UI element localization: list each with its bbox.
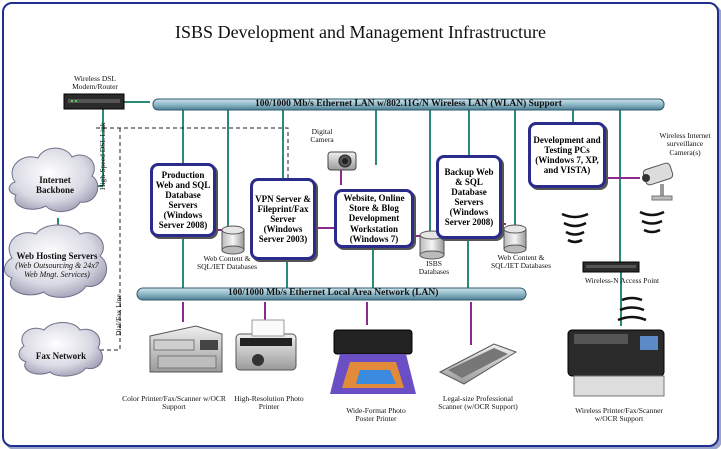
camera-label: Digital Camera [310,127,334,145]
database-cylinder-2 [419,230,445,260]
photo-printer-label: High-Resolution Photo Printer [234,394,304,412]
database-cylinder-1 [221,225,245,255]
web-content-db-label-1: Web Content & SQL/IET Databases [196,254,258,272]
vpn-server-box: VPN Server & Fileprint/Fax Server (Windo… [250,178,316,260]
production-server-box: Production Web and SQL Database Servers … [150,163,216,237]
wireless-printer-icon [567,329,665,397]
page-title: ISBS Development and Management Infrastr… [175,22,546,42]
modem-router-icon [63,93,125,110]
internet-cloud-icon [8,147,99,212]
color-printer-icon [149,325,223,373]
dial-fax-line [96,127,289,351]
wireless-printer-label: Wireless Printer/Fax/Scanner w/OCR Suppo… [575,406,663,424]
color-printer-label: Color Printer/Fax/Scanner w/OCR Support [122,394,226,412]
web-content-db-label-2: Web Content & SQL/IET Databases [490,253,552,271]
access-point-label: Wireless-N Access Point [584,276,660,285]
lan-bus [136,287,527,301]
lan-bus-label: 100/1000 Mb/s Ethernet Local Area Networ… [228,288,439,298]
backup-server-box: Backup Web & SQL Database Servers (Windo… [436,155,502,239]
dial-fax-label: Dial/Fax Line [114,294,123,336]
internet-cloud-label: Internet Backbone [35,175,74,195]
website-workstation-box: Website, Online Store & Blog Development… [334,189,414,248]
wlan-bus [152,98,665,111]
lan-drop-wires [182,237,622,326]
isbs-db-label: ISBS Databases [418,259,450,277]
devtest-pcs-box: Development and Testing PCs (Windows 7, … [528,122,606,188]
wireless-signal-icon-2 [639,210,665,234]
wlan-drop-wires [57,101,621,262]
hosting-subtitle: (Web Outsourcing & 24x7 Web Mngt. Servic… [15,260,99,279]
access-point-icon [582,261,640,273]
surveillance-camera-icon [642,162,674,201]
digital-camera-icon [327,151,357,171]
surveillance-label: Wireless Internet surveillance Camera(s) [659,131,711,157]
hosting-cloud-icon [4,224,107,298]
photo-printer-icon [235,319,297,371]
wlan-bus-label: 100/1000 Mb/s Ethernet LAN w/802.11G/N W… [255,99,562,109]
wireless-signal-icon-1 [561,212,589,244]
scanner-label: Legal-size Professional Scanner (w/OCR S… [438,394,518,412]
fax-cloud-label: Fax Network [35,351,87,361]
scanner-icon [438,343,518,385]
wide-format-printer-icon [330,329,416,394]
hosting-cloud-label: Web Hosting Servers (Web Outsourcing & 2… [8,251,106,279]
database-cylinder-3 [503,224,527,254]
fax-cloud-icon [18,322,103,377]
dsl-link-label: High-Speed DSL Link [98,122,107,190]
wide-printer-label: Wide-Format Photo Poster Printer [346,406,406,424]
hosting-title: Web Hosting Servers [16,251,98,261]
modem-label: Wireless DSL Modem/Router [72,74,118,92]
wireless-signal-icon-3 [617,296,647,322]
